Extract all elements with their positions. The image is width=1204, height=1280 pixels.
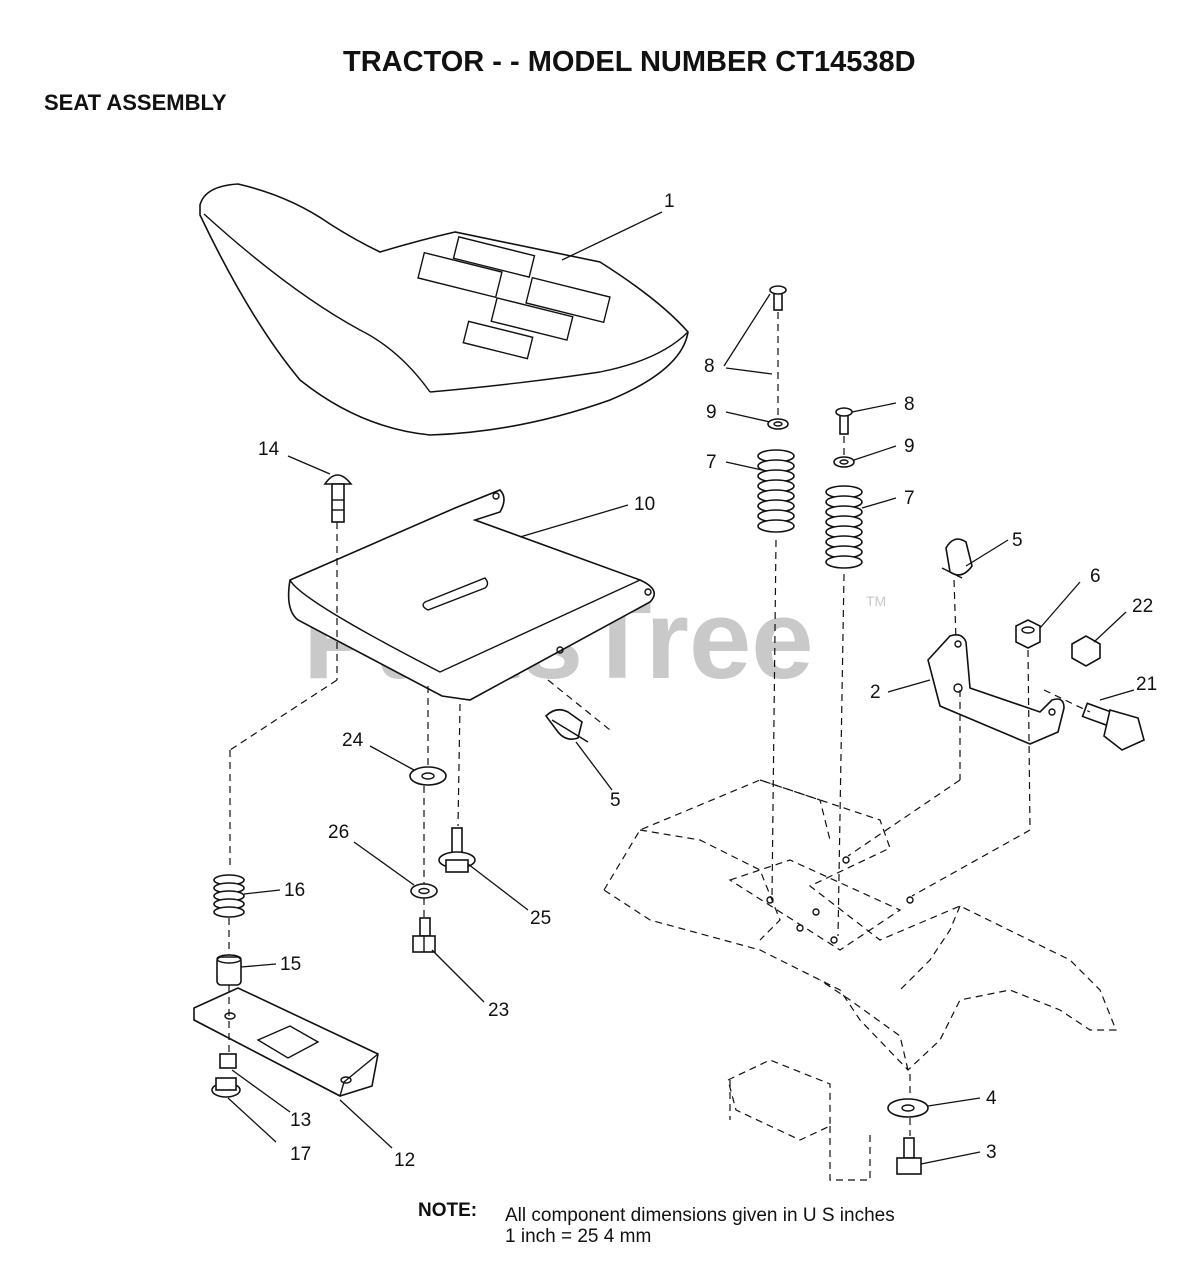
callout-26: 26 [328, 822, 349, 843]
callout-1: 1 [664, 191, 675, 212]
callout-25: 25 [530, 908, 551, 929]
callout-17: 17 [290, 1144, 311, 1165]
callout-24: 24 [342, 730, 364, 751]
spring-stack-right [825, 402, 897, 569]
bushing-part [216, 954, 277, 986]
dimension-note: NOTE: All component dimensions given in … [418, 1200, 895, 1247]
clip-part-right [941, 538, 1009, 579]
note-label: NOTE: [418, 1200, 477, 1221]
spring-part-small [213, 874, 281, 918]
shoulder-bolt-part [438, 827, 529, 911]
callout-7-left: 7 [706, 452, 717, 473]
callout-21: 21 [1136, 674, 1157, 695]
callout-10: 10 [634, 494, 655, 515]
callout-5-right: 5 [1012, 530, 1023, 551]
callout-13: 13 [290, 1110, 311, 1131]
watermark-trademark: TM [866, 593, 886, 609]
nut-part-22 [1071, 611, 1127, 667]
diagram-title: TRACTOR - - MODEL NUMBER CT14538D [343, 46, 916, 78]
callout-3: 3 [986, 1142, 997, 1163]
callout-2: 2 [870, 682, 881, 703]
callout-8-left: 8 [704, 356, 715, 377]
clip-part-left [544, 708, 613, 791]
callout-labels: 1 8 9 8 9 7 7 14 10 5 6 22 2 21 24 5 26 … [258, 191, 1157, 1171]
flat-washer-part [369, 745, 447, 786]
callout-7-right: 7 [904, 488, 915, 509]
flange-nut-part [211, 1077, 277, 1143]
carriage-bolt-part [287, 455, 353, 523]
bolt-part-21 [1081, 689, 1145, 751]
seat-part [199, 183, 689, 436]
lock-washer-part [353, 841, 438, 899]
callout-9-left: 9 [706, 402, 717, 423]
tractor-frame-outline [603, 779, 1117, 1181]
bracket-part [193, 987, 393, 1149]
diagram-subtitle: SEAT ASSEMBLY [44, 90, 227, 115]
callout-8-right: 8 [904, 394, 915, 415]
bolt-part-3 [896, 1137, 981, 1175]
seat-pan-part [287, 489, 656, 701]
nut-part-6 [1015, 581, 1081, 649]
alignment-lines [228, 312, 1091, 1136]
callout-4: 4 [986, 1088, 997, 1109]
nut-part-13 [219, 1053, 291, 1113]
callout-22: 22 [1132, 596, 1153, 617]
callout-9-right: 9 [904, 436, 915, 457]
callout-14: 14 [258, 439, 280, 460]
callout-23: 23 [488, 1000, 509, 1021]
hex-bolt-part [412, 917, 485, 1003]
spring-stack-left [723, 285, 795, 533]
note-line-2: 1 inch = 25 4 mm [505, 1226, 651, 1247]
mounting-bracket-part [887, 634, 1065, 745]
callout-5-left: 5 [610, 790, 621, 811]
callout-12: 12 [394, 1150, 415, 1171]
note-line-1: All component dimensions given in U S in… [505, 1205, 895, 1226]
callout-15: 15 [280, 954, 301, 975]
callout-6: 6 [1090, 566, 1101, 587]
callout-16: 16 [284, 880, 305, 901]
washer-part-4 [887, 1097, 981, 1118]
